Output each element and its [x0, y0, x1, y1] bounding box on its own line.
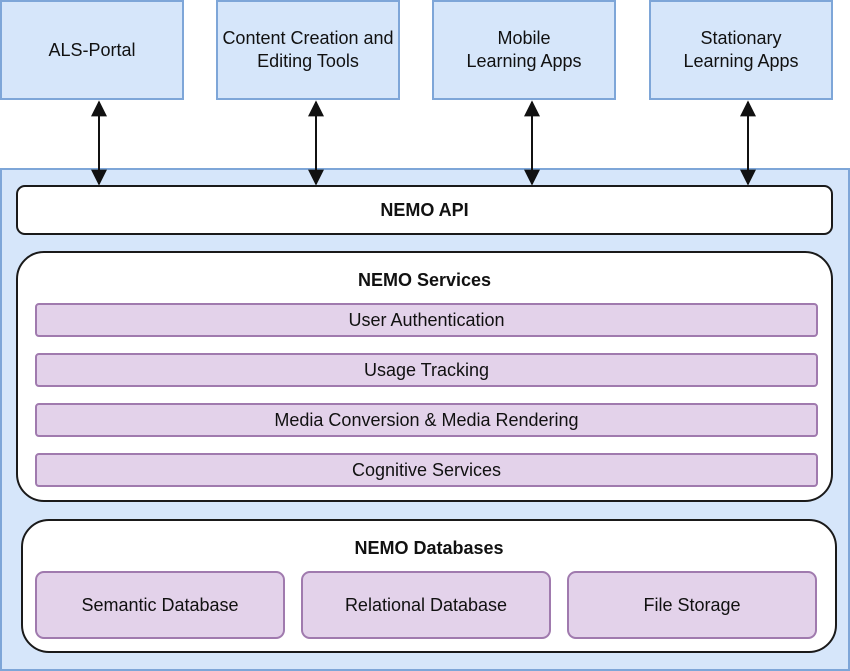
service-cognitive-services: Cognitive Services — [35, 453, 818, 487]
client-mobile-learning-apps: Mobile Learning Apps — [432, 0, 616, 100]
service-usage-tracking: Usage Tracking — [35, 353, 818, 387]
nemo-services-group: NEMO Services User Authentication Usage … — [16, 251, 833, 502]
nemo-api-bar: NEMO API — [16, 185, 833, 235]
db-file-storage: File Storage — [567, 571, 817, 639]
service-user-authentication: User Authentication — [35, 303, 818, 337]
db-relational-database: Relational Database — [301, 571, 551, 639]
nemo-services-title: NEMO Services — [357, 270, 492, 290]
nemo-databases-group: NEMO Databases Semantic Database Relatio… — [21, 519, 837, 653]
client-als-portal: ALS-Portal — [0, 0, 184, 100]
client-content-creation-tools: Content Creation and Editing Tools — [216, 0, 400, 100]
nemo-api-label: NEMO API — [380, 199, 469, 220]
client-stationary-learning-apps: Stationary Learning Apps — [649, 0, 833, 100]
service-media-conversion-rendering: Media Conversion & Media Rendering — [35, 403, 818, 437]
db-semantic-database: Semantic Database — [35, 571, 285, 639]
nemo-databases-title: NEMO Databases — [354, 538, 504, 558]
